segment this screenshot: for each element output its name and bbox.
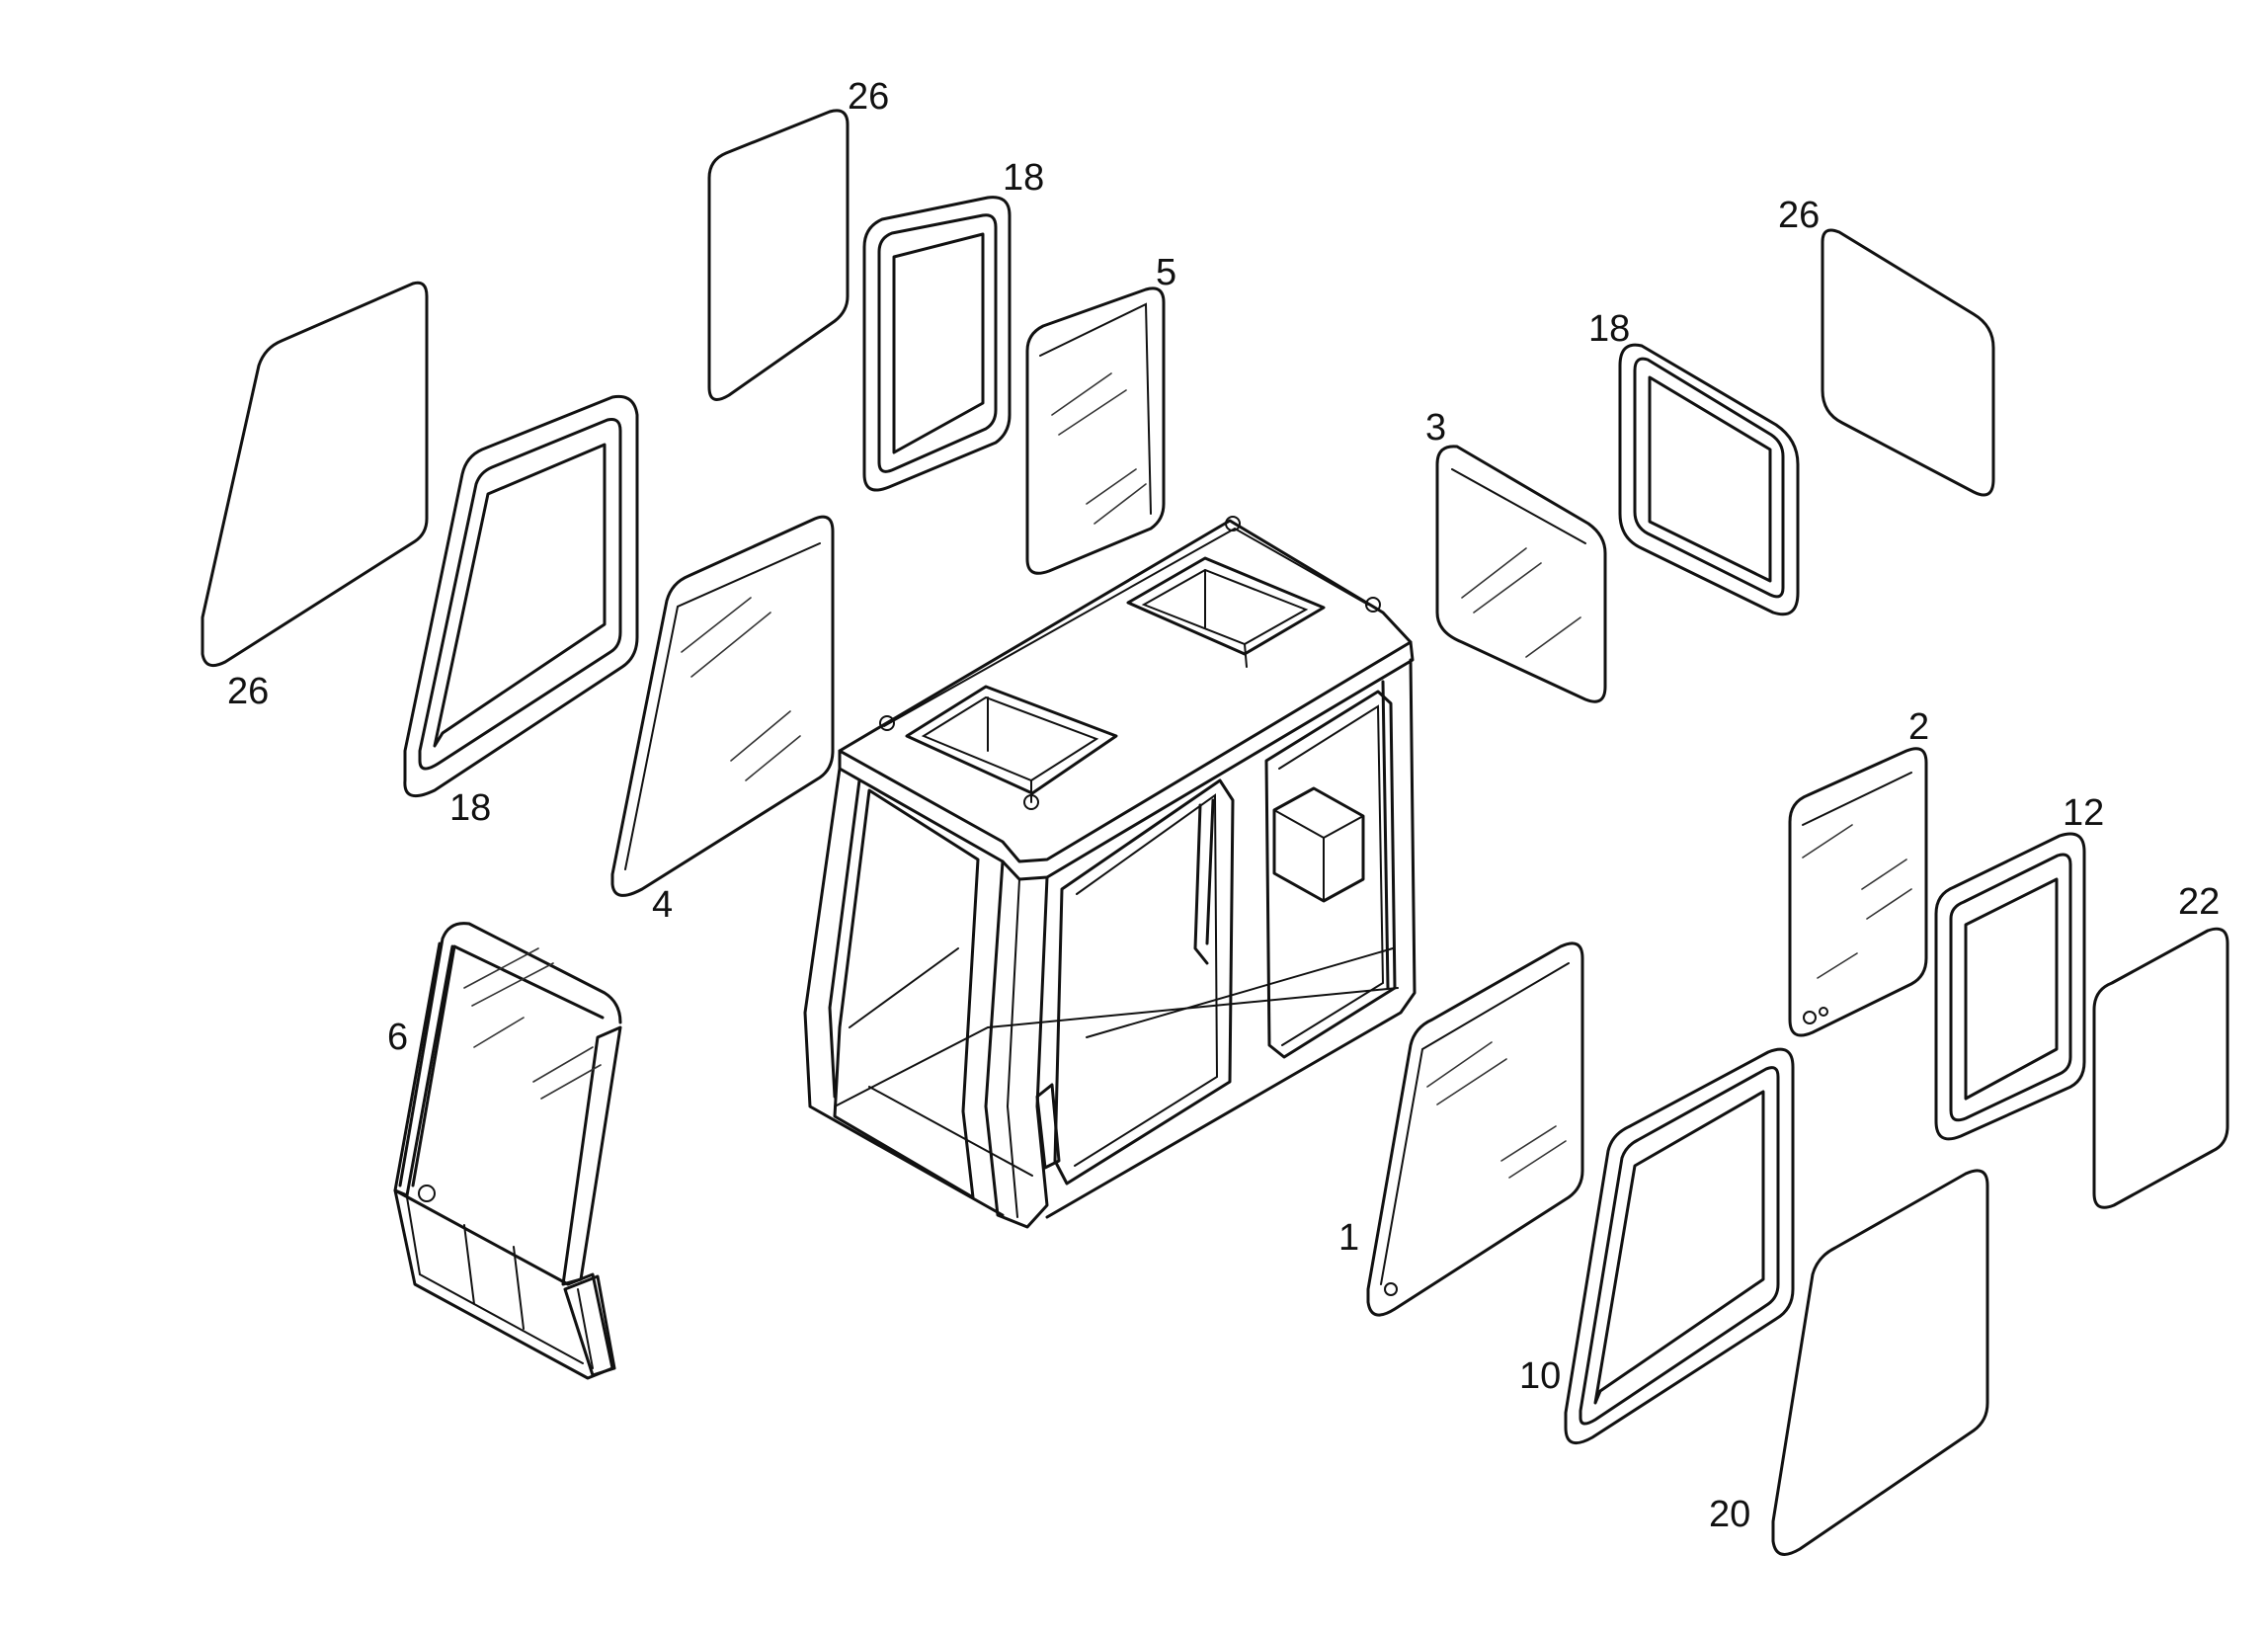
callout-12: 12: [2063, 792, 2104, 834]
callout-22: 22: [2178, 881, 2220, 923]
seal-12: [1934, 832, 2086, 1141]
glass-20: [1771, 1169, 1989, 1556]
callout-1: 1: [1338, 1217, 1359, 1259]
callout-3: 3: [1425, 407, 1446, 449]
callout-26-left: 26: [227, 671, 269, 712]
glass-26-top: [707, 109, 850, 401]
callout-18-left: 18: [449, 787, 491, 829]
seal-18-right: [1618, 343, 1800, 616]
cab-frame: [803, 516, 1417, 1229]
glass-5: [1025, 286, 1166, 575]
callout-26-right: 26: [1778, 195, 1820, 236]
seal-10: [1564, 1047, 1795, 1445]
glass-26-left: [201, 281, 429, 668]
sliding-glass-6: [393, 922, 622, 1380]
seal-18-top: [862, 196, 1012, 492]
seal-18-left: [403, 394, 639, 798]
callout-4: 4: [652, 884, 673, 926]
glass-1: [1366, 941, 1584, 1317]
callout-20: 20: [1709, 1494, 1750, 1535]
callout-18-right: 18: [1588, 308, 1630, 350]
glass-26-right: [1821, 228, 1995, 497]
callout-6: 6: [387, 1017, 408, 1058]
callout-5: 5: [1156, 252, 1176, 293]
callout-2: 2: [1908, 706, 1929, 748]
callout-10: 10: [1519, 1355, 1561, 1397]
glass-2: [1788, 747, 1928, 1037]
glass-4: [610, 515, 835, 897]
glass-22: [2092, 927, 2229, 1209]
callout-26-top: 26: [848, 76, 889, 118]
callout-18-top: 18: [1003, 157, 1044, 199]
glass-3: [1435, 445, 1607, 703]
